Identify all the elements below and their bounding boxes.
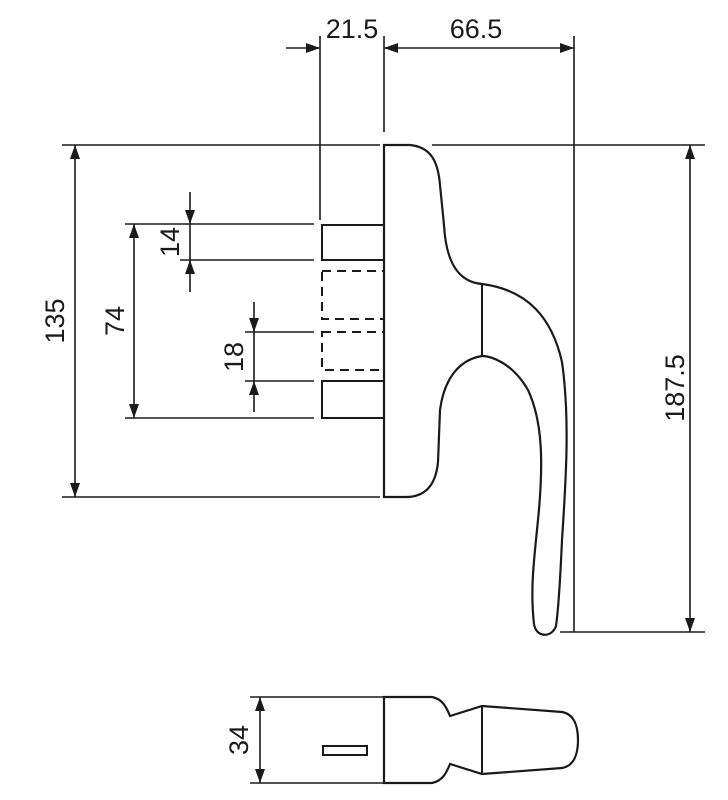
- dimension-187-5-group: 187.5: [432, 144, 705, 633]
- arrow-18-bottom: [249, 381, 259, 395]
- label-135: 135: [40, 298, 70, 343]
- handle-side-view: 34: [224, 695, 580, 785]
- arrow-21-5-left: [306, 43, 320, 53]
- label-74: 74: [100, 306, 130, 336]
- label-34: 34: [224, 725, 254, 755]
- slot-lower-hidden: [321, 331, 385, 371]
- arrow-66-5-right: [560, 43, 574, 53]
- label-21-5: 21.5: [326, 14, 379, 44]
- arrow-135-bottom: [70, 483, 80, 497]
- dimension-18-group: 18: [219, 302, 314, 412]
- arrow-18-top: [249, 318, 259, 332]
- handle-body-outline: [382, 143, 568, 636]
- arrow-14-bottom: [185, 260, 195, 274]
- dimension-74-group: 74: [100, 223, 314, 419]
- dimension-14-group: 14: [155, 192, 314, 292]
- arrow-135-top: [70, 145, 80, 159]
- label-14: 14: [155, 227, 185, 257]
- arrow-187-5-top: [685, 145, 695, 159]
- slot-upper-hidden: [321, 270, 385, 320]
- spindle-slots: [321, 224, 385, 419]
- slot-top-solid: [321, 224, 385, 261]
- arrow-187-5-bottom: [685, 618, 695, 632]
- slot-bottom-solid: [321, 380, 385, 419]
- handle-front-view: [382, 143, 568, 636]
- arrow-34-bottom: [255, 769, 265, 783]
- arrow-74-bottom: [129, 404, 139, 418]
- label-18: 18: [219, 342, 249, 372]
- arrow-14-top: [185, 210, 195, 224]
- label-66-5: 66.5: [450, 14, 503, 44]
- side-spindle: [322, 745, 368, 756]
- arrow-34-top: [255, 697, 265, 711]
- top-dimension-group: 21.5 66.5: [286, 14, 575, 632]
- label-187-5: 187.5: [660, 354, 690, 422]
- arrow-74-top: [129, 224, 139, 238]
- dimension-135-group: 135: [40, 144, 380, 498]
